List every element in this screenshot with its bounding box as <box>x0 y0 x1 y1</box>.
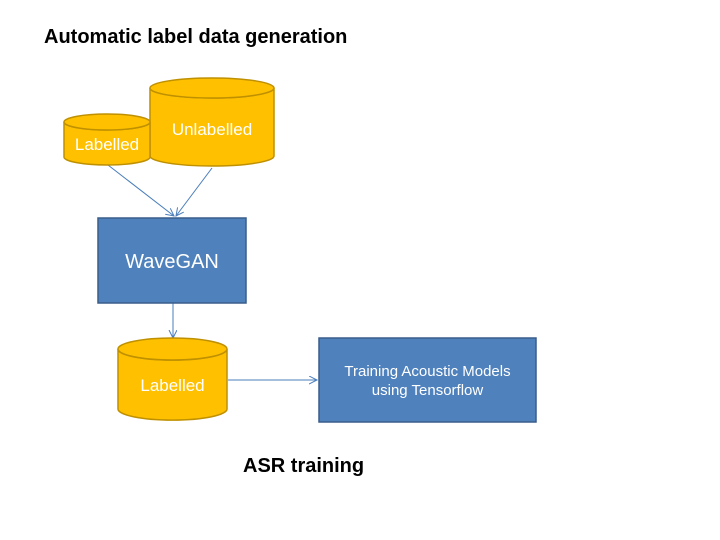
labelled-bottom-label: Labelled <box>140 376 205 395</box>
slide-title: Automatic label data generation <box>44 26 348 48</box>
unlabelled-label: Unlabelled <box>171 120 253 139</box>
wavegan-box <box>97 217 247 304</box>
labelled-database-bottom <box>117 337 228 421</box>
labelled-top-label: Labelled <box>74 135 140 154</box>
wavegan-label: WaveGAN <box>125 251 219 273</box>
training-label: Training Acoustic Models using Tensorflo… <box>319 362 536 400</box>
arrow-labelled-to-wavegan <box>107 164 174 216</box>
arrow-unlabelled-to-wavegan <box>176 167 213 216</box>
training-box <box>318 337 537 423</box>
training-label-line1: Training Acoustic Models <box>344 363 511 380</box>
unlabelled-database <box>149 77 275 167</box>
training-label-line2: using Tensorflow <box>371 382 484 399</box>
labelled-database-top <box>63 113 151 166</box>
section-subtitle: ASR training <box>243 455 365 477</box>
